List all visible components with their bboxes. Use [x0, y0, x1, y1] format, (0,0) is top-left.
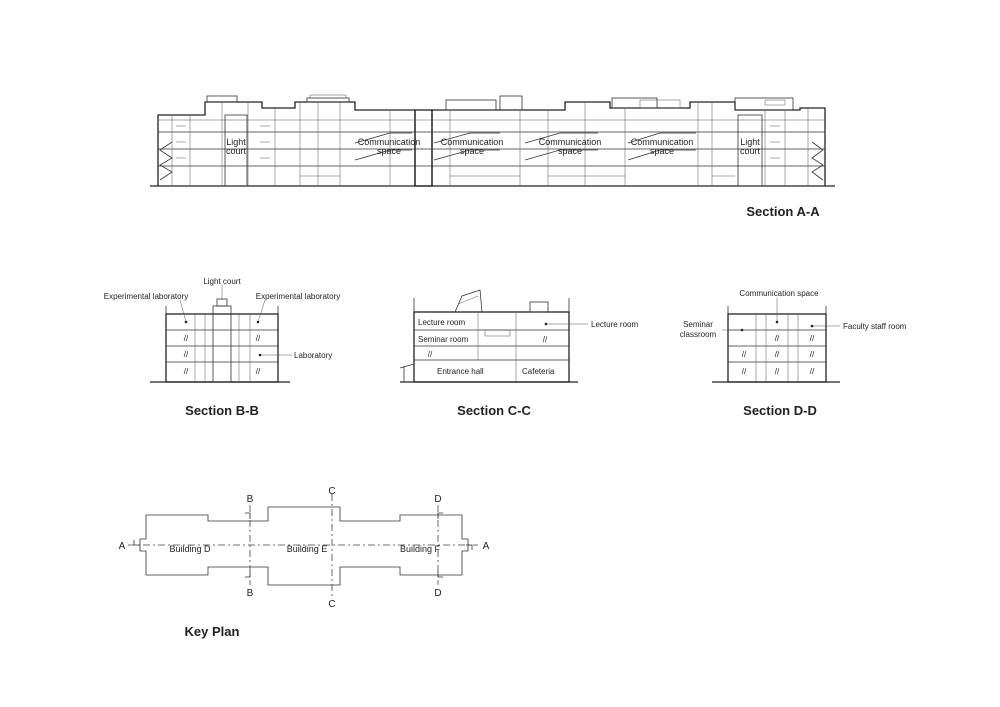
section-dd-faculty-staff-room: Faculty staff room	[843, 322, 907, 331]
section-dd-ditto: //	[742, 350, 747, 359]
key-plan-cut-a-left: A	[119, 541, 126, 552]
section-aa-communication-1-line2: space	[377, 146, 401, 156]
section-aa-title: Section A-A	[746, 204, 820, 219]
key-plan-drawing: Building D Building E Building F A A B B…	[119, 486, 490, 610]
section-cc-lecture-room-left: Lecture room	[418, 318, 465, 327]
key-plan-cut-a-right: A	[483, 541, 490, 552]
section-aa-light-court-2-line2: court	[740, 146, 761, 156]
section-bb-experimental-lab-right: Experimental laboratory	[256, 292, 340, 301]
section-bb-ditto: //	[256, 334, 261, 343]
section-dd-ditto: //	[775, 367, 780, 376]
section-bb-experimental-lab-left: Experimental laboratory	[104, 292, 188, 301]
section-aa-light-court-2-line1: Light	[740, 137, 760, 147]
section-dd-seminar-line1: Seminar	[683, 320, 713, 329]
key-plan-title: Key Plan	[185, 624, 240, 639]
section-bb-title: Section B-B	[185, 403, 259, 418]
section-cc-ditto: //	[543, 335, 548, 344]
section-dd-ditto: //	[775, 334, 780, 343]
key-plan-building-d: Building D	[169, 544, 211, 554]
section-bb-light-court: Light court	[203, 277, 241, 286]
key-plan-cut-b-bottom: B	[247, 588, 254, 599]
section-dd-ditto: //	[775, 350, 780, 359]
section-cc-seminar-room: Seminar room	[418, 335, 469, 344]
key-plan-cut-d-top: D	[434, 494, 441, 505]
section-aa-light-court-1-line2: court	[226, 146, 247, 156]
key-plan-cut-d-bottom: D	[434, 588, 441, 599]
key-plan-cut-b-top: B	[247, 494, 254, 505]
section-aa-communication-2-line2: space	[460, 146, 484, 156]
section-bb-ditto: //	[184, 334, 189, 343]
section-bb-ditto: //	[184, 367, 189, 376]
section-aa-communication-4-line1: Communication	[631, 137, 694, 147]
section-dd-ditto: //	[810, 350, 815, 359]
section-aa-communication-2-line1: Communication	[441, 137, 504, 147]
section-cc-lecture-room-right: Lecture room	[591, 320, 638, 329]
section-dd-communication-space: Communication space	[739, 289, 819, 298]
section-bb-laboratory: Laboratory	[294, 351, 332, 360]
section-aa-light-court-1-line1: Light	[226, 137, 246, 147]
section-cc-title: Section C-C	[457, 403, 531, 418]
section-aa-communication-4-line2: space	[650, 146, 674, 156]
section-dd-title: Section D-D	[743, 403, 817, 418]
section-aa-communication-3-line1: Communication	[539, 137, 602, 147]
key-plan-cut-c-top: C	[328, 486, 335, 497]
section-dd-ditto: //	[810, 367, 815, 376]
section-cc-cafeteria: Cafeteria	[522, 367, 555, 376]
section-dd-ditto: //	[742, 367, 747, 376]
section-bb-ditto: //	[256, 367, 261, 376]
section-aa-communication-3-line2: space	[558, 146, 582, 156]
section-cc-ditto: //	[428, 350, 433, 359]
section-c-c-drawing: Lecture room Lecture room Seminar room E…	[399, 289, 638, 383]
section-dd-seminar-line2: classroom	[680, 330, 717, 339]
section-cc-entrance-hall: Entrance hall	[437, 367, 484, 376]
section-d-d-drawing: Communication space Seminar classroom Fa…	[680, 289, 907, 383]
key-plan-building-f: Building F	[400, 544, 441, 554]
section-bb-ditto: //	[184, 350, 189, 359]
section-b-b-drawing: Light court Experimental laboratory Expe…	[104, 277, 340, 383]
section-dd-ditto: //	[810, 334, 815, 343]
key-plan-building-e: Building E	[287, 544, 328, 554]
section-aa-communication-1-line1: Communication	[358, 137, 421, 147]
section-a-a-drawing: Light court Communication space Communic…	[150, 94, 835, 187]
key-plan-cut-c-bottom: C	[328, 599, 335, 610]
